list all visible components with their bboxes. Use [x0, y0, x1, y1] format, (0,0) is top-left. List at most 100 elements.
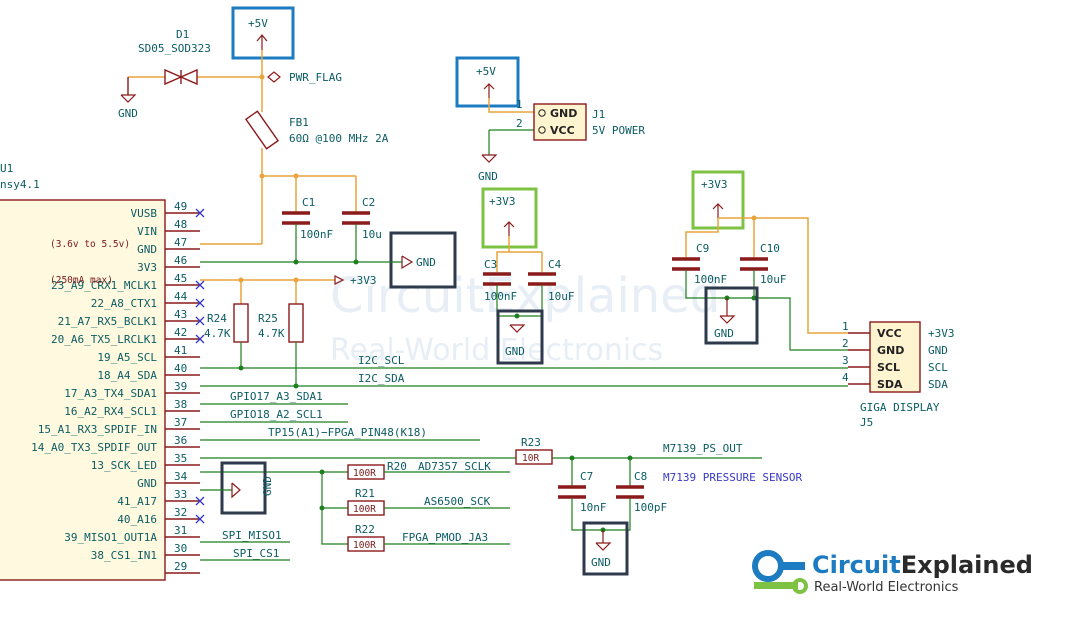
d1-value: SD05_SOD323 [138, 42, 211, 55]
u1-pin-number: 48 [174, 218, 187, 231]
m7139-sensor-label: M7139 PRESSURE SENSOR [663, 471, 802, 484]
c8-value: 100pF [634, 501, 667, 514]
c7-value: 10nF [580, 501, 607, 514]
ad7357-label: AD7357_SCLK [418, 460, 491, 473]
r20-value: 100R [353, 468, 376, 479]
j5-value: GIGA DISPLAY [860, 401, 940, 414]
j1-5v-power: +5V GND 1 2 GND VCC J1 5V POWER [455, 56, 645, 183]
u1-pin-name: 14_A0_TX3_SPDIF_OUT [31, 441, 157, 454]
j5-net3: SCL [928, 361, 948, 374]
i2c-pullups: R24 4.7K R25 4.7K I2C_SCL I2C_SDA [200, 280, 848, 389]
c3c4-gnd-label: GND [505, 345, 525, 358]
j5-pin4-name: SDA [877, 378, 903, 391]
u1-pin-number: 38 [174, 398, 187, 411]
j5-connector-body [869, 321, 921, 393]
c9-c10-decoupling: +3V3 C9 100nF C10 10uF GND [672, 170, 848, 351]
m7139-out-label: M7139_PS_OUT [663, 442, 743, 455]
u1-pin-number: 36 [174, 434, 187, 447]
no-connect-marker [195, 316, 205, 326]
u1-pin-number: 44 [174, 290, 188, 303]
u1-pin-number: 37 [174, 416, 187, 429]
fb1-ferrite-bead [244, 110, 280, 150]
c3-ref: C3 [484, 258, 497, 271]
fpga-pmod-label: FPGA_PMOD_JA3 [402, 531, 488, 544]
u1-teensy: U1 nsy4.1 VUSB49VIN48GND473V34623_A9_CRX… [0, 162, 205, 581]
no-connect-marker [195, 298, 205, 308]
j5-ref: J5 [860, 416, 873, 429]
u1-pin-name: VIN [137, 225, 157, 238]
r23-ref: R23 [521, 436, 541, 449]
j5-pin1-number: 1 [842, 320, 849, 333]
r23-value: 10R [522, 453, 539, 464]
i2c-scl-label: I2C_SCL [358, 354, 405, 367]
j5-pin3-name: SCL [877, 361, 900, 374]
c9c10-gnd-label: GND [714, 327, 734, 340]
no-connect-marker [195, 208, 205, 218]
j5-net4: SDA [928, 378, 948, 391]
u1-pin-name: 15_A1_RX3_SPDIF_IN [38, 423, 157, 436]
c9c10-gnd-highlight-box [704, 286, 759, 345]
pwr-flag-label: PWR_FLAG [289, 71, 342, 84]
c3-capacitor [483, 272, 511, 286]
r24-resistor [233, 303, 249, 343]
tp15-label: TP15(A1)−FPGA_PIN48(K18) [268, 426, 427, 439]
d1-ref: D1 [176, 28, 189, 41]
c2-capacitor [342, 211, 370, 225]
c2-ref: C2 [362, 196, 375, 209]
u1-pin-name: 40_A16 [117, 513, 157, 526]
j5-pin1-name: VCC [877, 327, 902, 340]
u1-pin-name: GND [137, 243, 157, 256]
u1-pin-name: 22_A8_CTX1 [91, 297, 157, 310]
u1-pin-number: 32 [174, 506, 187, 519]
u1-pin-name: 18_A4_SDA [97, 369, 157, 382]
c9-ref: C9 [696, 242, 709, 255]
as6500-label: AS6500_SCK [424, 495, 491, 508]
u1-pin-number: 41 [174, 344, 187, 357]
u1-pin-name: 17_A3_TX4_SDA1 [64, 387, 157, 400]
u1-value: nsy4.1 [0, 178, 40, 191]
u1-pin-number: 33 [174, 488, 187, 501]
r23-resistor [515, 449, 553, 465]
r22-value: 100R [353, 540, 376, 551]
spi-cs-label: SPI_CS1 [233, 547, 279, 560]
u1-pin-number: 39 [174, 380, 187, 393]
fb1-value: 60Ω @100 MHz 2A [289, 132, 389, 145]
u1-gnd34-highlight-box [220, 461, 267, 515]
c4-capacitor [528, 272, 556, 286]
d1-gnd-label: GND [118, 107, 138, 120]
c4-ref: C4 [548, 258, 562, 271]
r25-ref: R25 [258, 312, 278, 325]
no-connect-marker [195, 496, 205, 506]
u1-signal-nets: GPIO17_A3_SDA1 GPIO18_A2_SCL1 TP15(A1)−F… [200, 390, 802, 576]
j1-value: 5V POWER [592, 124, 645, 137]
u1-pin-name: 21_A7_RX5_BCLK1 [58, 315, 157, 328]
u1-pin-number: 40 [174, 362, 187, 375]
u1-pin-number: 34 [174, 470, 188, 483]
r22-ref: R22 [355, 523, 375, 536]
j5-pin2-name: GND [877, 344, 904, 357]
spi-miso-label: SPI_MISO1 [222, 529, 282, 542]
p3v3-net-label: +3V3 [350, 274, 377, 287]
j1-gnd-label: GND [478, 170, 498, 183]
u1-vin-note: (3.6v to 5.5v) [50, 239, 130, 250]
c10-ref: C10 [760, 242, 780, 255]
logo-tagline: Real-World Electronics [814, 580, 959, 595]
j5-pin3-number: 3 [842, 354, 849, 367]
gpio18-label: GPIO18_A2_SCL1 [230, 408, 323, 421]
j5-net1: +3V3 [928, 327, 955, 340]
u1-pin-name: 38_CS1_IN1 [91, 549, 157, 562]
u1-gnd34-label: GND [261, 476, 274, 496]
u1-pin-number: 30 [174, 542, 187, 555]
r25-value: 4.7K [258, 327, 285, 340]
gnd-highlight-box-main [389, 231, 457, 289]
j5-giga-display: 1 2 3 4 VCC GND SCL SDA +3V3 GND SCL SDA… [842, 320, 955, 429]
j1-pin1-name: GND [550, 107, 577, 120]
r21-ref: R21 [355, 487, 375, 500]
c7c8-gnd-label: GND [591, 556, 611, 569]
u1-ref: U1 [0, 162, 13, 175]
j1-p5v-highlight-box [455, 56, 520, 108]
p5v-highlight-box [231, 6, 295, 60]
u1-pin-number: 42 [174, 326, 187, 339]
c10-value: 10uF [760, 273, 787, 286]
